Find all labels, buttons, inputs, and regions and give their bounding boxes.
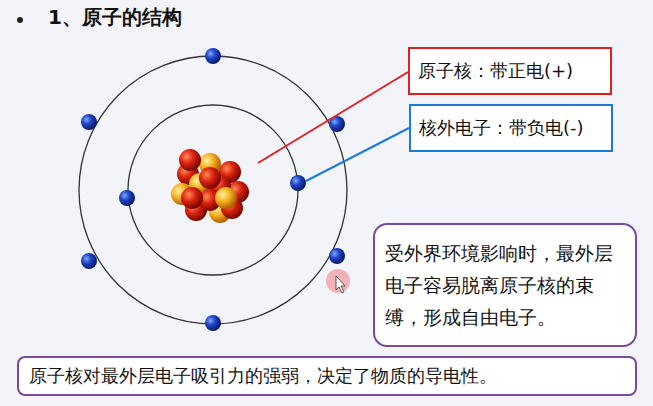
electrons — [81, 48, 345, 331]
electron — [329, 248, 345, 264]
node-text: 原子核对最外层电子吸引力的强弱，决定了物质的导电性。 — [29, 364, 625, 388]
outer-orbit — [79, 56, 347, 324]
cursor-highlight — [326, 269, 350, 293]
note-box: 原子核对最外层电子吸引力的强弱，决定了物质的导电性。 — [17, 356, 637, 396]
nucleon — [199, 167, 221, 189]
leader-line — [306, 128, 409, 181]
electron — [81, 114, 97, 130]
bullet — [17, 17, 23, 23]
node-text: 核外电子：带负电(-) — [419, 116, 603, 140]
nucleus — [171, 149, 249, 223]
electron — [290, 175, 306, 191]
callout-box: 受外界环境影响时，最外层电子容易脱离原子核的束缚，形成自由电子。 — [373, 223, 637, 347]
electron — [119, 190, 135, 206]
label-box: 原子核：带正电(+) — [408, 47, 612, 95]
label-box: 核外电子：带负电(-) — [409, 104, 613, 152]
electron — [205, 48, 221, 64]
electron — [205, 315, 221, 331]
leader-line — [258, 72, 408, 163]
node-text: 原子核：带正电(+) — [418, 59, 602, 83]
nucleon — [179, 149, 201, 171]
cursor — [336, 276, 345, 293]
nucleon — [215, 187, 237, 209]
electron — [81, 253, 97, 269]
node-text: 受外界环境影响时，最外层电子容易脱离原子核的束缚，形成自由电子。 — [385, 237, 625, 333]
inner-orbit — [128, 105, 298, 275]
title: 1、原子的结构 — [48, 4, 182, 31]
nucleon — [181, 187, 203, 209]
